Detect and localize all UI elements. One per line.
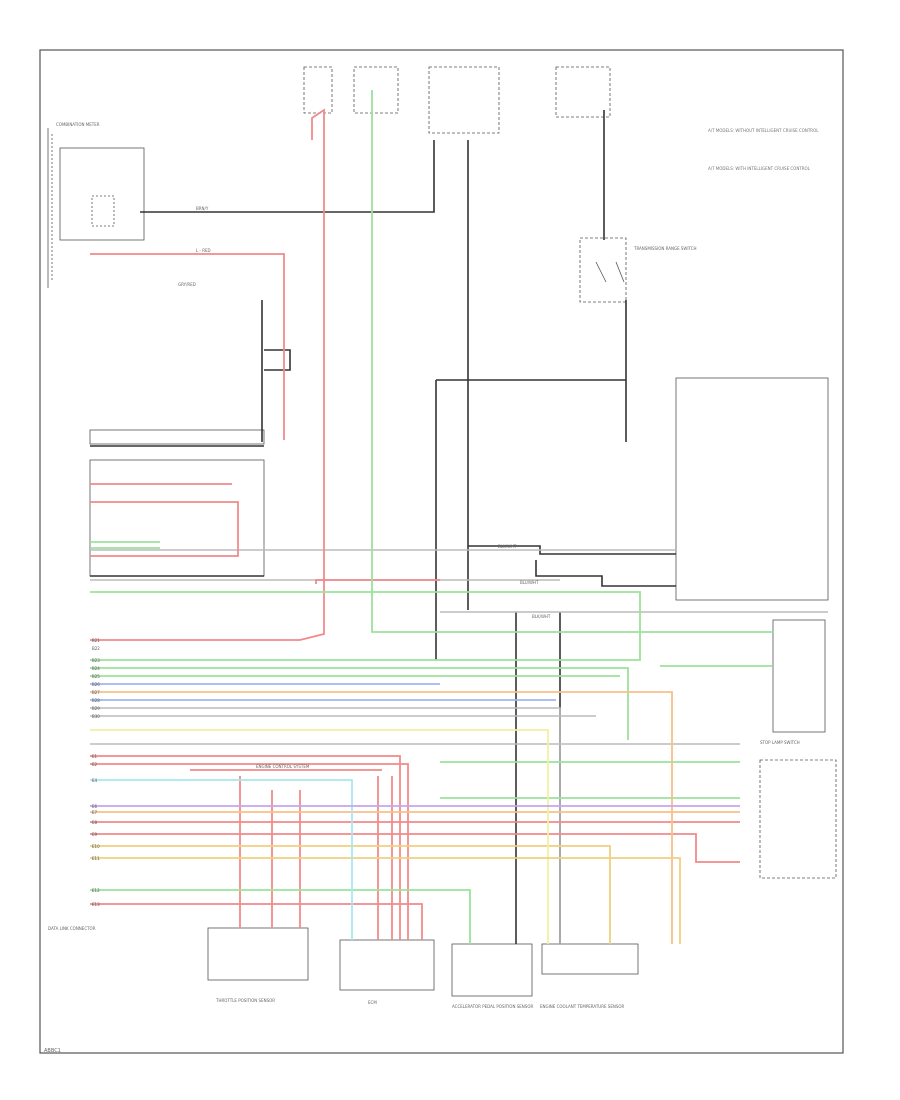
svg-text:ENGINE CONTROL SYSTEM: ENGINE CONTROL SYSTEM xyxy=(256,764,310,769)
coolant-sensor-box xyxy=(541,943,639,975)
ecm-label: ECM xyxy=(368,1000,377,1005)
transmission-range-switch xyxy=(579,237,627,303)
combination-meter xyxy=(47,128,145,288)
svg-text:E1: E1 xyxy=(92,754,98,759)
throttle-sensor-connector xyxy=(759,759,837,879)
svg-text:B26: B26 xyxy=(92,682,100,687)
dark-wires xyxy=(90,110,676,944)
svg-text:L - RED: L - RED xyxy=(196,248,211,253)
note-1: A/T MODELS: WITHOUT INTELLIGENT CRUISE C… xyxy=(708,128,819,133)
svg-text:BLK/WHT: BLK/WHT xyxy=(532,614,551,619)
svg-text:B21: B21 xyxy=(92,638,100,643)
note-2: A/T MODELS: WITH INTELLIGENT CRUISE CONT… xyxy=(708,166,811,171)
throttle-position-sensor-box xyxy=(207,927,309,981)
notes: A/T MODELS: WITHOUT INTELLIGENT CRUISE C… xyxy=(708,128,819,171)
svg-text:E12: E12 xyxy=(92,888,100,893)
svg-text:E8: E8 xyxy=(92,820,98,825)
combination-meter-label: COMBINATION METER xyxy=(56,122,100,127)
fuse-box-1 xyxy=(303,66,333,114)
svg-text:E10: E10 xyxy=(92,844,100,849)
svg-text:B27: B27 xyxy=(92,690,100,695)
red-wires xyxy=(90,108,740,940)
svg-text:B23: B23 xyxy=(92,658,100,663)
svg-text:BLU/WHT: BLU/WHT xyxy=(520,580,539,585)
accelerator-sensor-box xyxy=(451,943,533,997)
component-labels: COMBINATION METER TRANSMISSION RANGE SWI… xyxy=(48,122,800,1009)
diagram-footer-code: ABBC1 xyxy=(44,1048,61,1054)
transmission-range-switch-label: TRANSMISSION RANGE SWITCH xyxy=(633,246,697,251)
svg-text:E9: E9 xyxy=(92,832,98,837)
coolant-sensor-label: ENGINE COOLANT TEMPERATURE SENSOR xyxy=(540,1004,625,1009)
svg-text:BLK/WHT: BLK/WHT xyxy=(498,544,517,549)
stop-lamp-switch-label: STOP LAMP SWITCH xyxy=(760,740,800,745)
svg-text:E4: E4 xyxy=(92,778,98,783)
green-wires xyxy=(90,90,774,944)
svg-text:B24: B24 xyxy=(92,666,100,671)
stop-lamp-switch-box xyxy=(772,619,826,733)
svg-text:B28: B28 xyxy=(92,698,100,703)
throttle-position-sensor-label: THROTTLE POSITION SENSOR xyxy=(215,998,275,1003)
svg-text:B22: B22 xyxy=(92,646,100,651)
fuse-box-3 xyxy=(428,66,500,134)
data-link-label: DATA LINK CONNECTOR xyxy=(48,926,96,931)
svg-text:B30: B30 xyxy=(92,714,100,719)
svg-text:E2: E2 xyxy=(92,762,98,767)
top-fuse-boxes xyxy=(303,66,611,134)
svg-text:B29: B29 xyxy=(92,706,100,711)
bottom-component-boxes xyxy=(207,927,639,997)
svg-text:BRN/Y: BRN/Y xyxy=(196,206,209,211)
pin-labels: B21 B22 B23 B24 B25 B26 B27 B28 B29 B30 … xyxy=(92,638,100,907)
svg-text:E13: E13 xyxy=(92,902,100,907)
accelerator-sensor-label: ACCELERATOR PEDAL POSITION SENSOR xyxy=(452,1004,533,1009)
ecm-box xyxy=(339,939,435,991)
blue-purple-wires xyxy=(90,683,740,940)
wire-labels: BRN/Y L - RED GRY/RED BLK/WHT BLU/WHT BL… xyxy=(178,206,551,769)
diagram-border xyxy=(39,49,844,1054)
svg-text:E7: E7 xyxy=(92,810,98,815)
svg-text:E6: E6 xyxy=(92,804,98,809)
gray-wires xyxy=(90,549,828,944)
right-control-unit xyxy=(675,377,829,601)
fuse-box-4 xyxy=(555,66,611,118)
orange-yellow-wires xyxy=(90,691,740,944)
fuse-box-2 xyxy=(353,66,399,114)
svg-text:B25: B25 xyxy=(92,674,100,679)
svg-text:GRY/RED: GRY/RED xyxy=(178,282,196,287)
svg-text:E11: E11 xyxy=(92,856,100,861)
